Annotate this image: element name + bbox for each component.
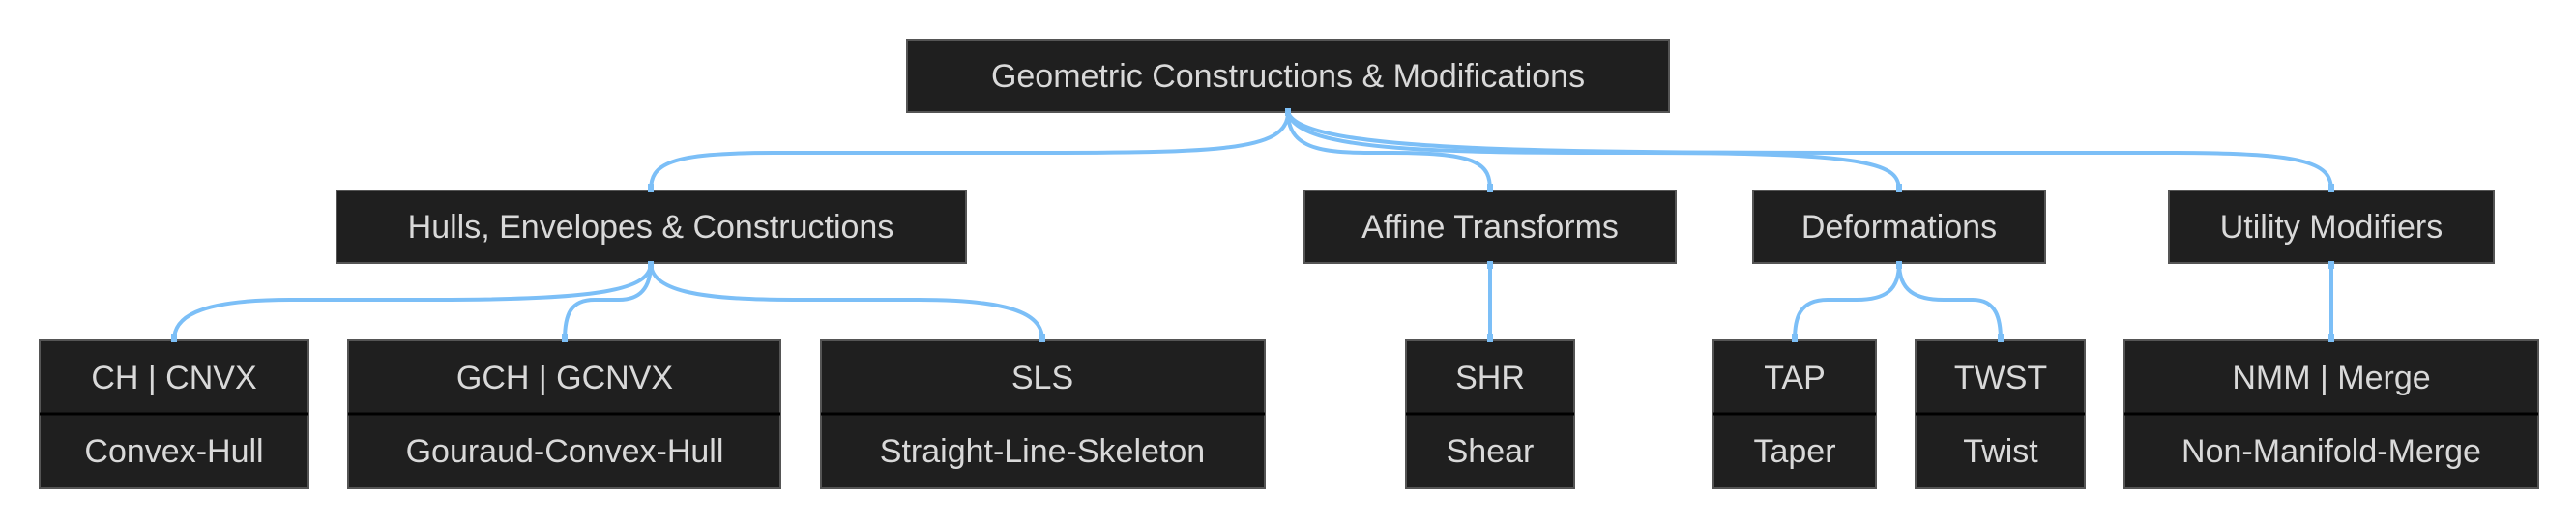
category-node-utility[interactable]: Utility Modifiers [2168, 190, 2495, 264]
category-node-hulls[interactable]: Hulls, Envelopes & Constructions [336, 190, 967, 264]
leaf-code: SHR [1455, 360, 1525, 396]
edge-root-affine [1286, 111, 1492, 191]
edge-def-twst [1897, 262, 2003, 341]
leaf-node-ch[interactable]: CH | CNVX Convex-Hull [39, 339, 309, 489]
leaf-name: Taper [1753, 433, 1835, 470]
edge-ports [171, 108, 2334, 342]
leaf-code: TAP [1764, 360, 1826, 396]
leaf-code: NMM | Merge [2232, 360, 2430, 396]
root-label: Geometric Constructions & Modifications [991, 58, 1585, 95]
leaf-node-tap[interactable]: TAP Taper [1712, 339, 1877, 489]
edge-root-hulls [649, 111, 1290, 191]
leaf-name: Convex-Hull [84, 433, 263, 470]
leaf-node-gch[interactable]: GCH | GCNVX Gouraud-Convex-Hull [347, 339, 781, 489]
leaf-node-shr[interactable]: SHR Shear [1405, 339, 1575, 489]
category-label: Affine Transforms [1361, 209, 1619, 246]
leaf-node-sls[interactable]: SLS Straight-Line-Skeleton [820, 339, 1266, 489]
edge-def-tap [1793, 262, 1901, 341]
root-node[interactable]: Geometric Constructions & Modifications [906, 39, 1670, 113]
leaf-node-twst[interactable]: TWST Twist [1915, 339, 2086, 489]
leaf-name: Shear [1447, 433, 1535, 470]
edge-hulls-ch [172, 262, 653, 341]
leaf-name: Twist [1963, 433, 2038, 470]
leaf-code: TWST [1954, 360, 2047, 396]
leaf-name: Gouraud-Convex-Hull [406, 433, 724, 470]
category-node-deformations[interactable]: Deformations [1752, 190, 2046, 264]
category-node-affine[interactable]: Affine Transforms [1303, 190, 1677, 264]
edges [172, 111, 2333, 341]
leaf-code: CH | CNVX [91, 360, 256, 396]
category-label: Hulls, Envelopes & Constructions [408, 209, 894, 246]
leaf-node-nmm[interactable]: NMM | Merge Non-Manifold-Merge [2123, 339, 2539, 489]
category-label: Utility Modifiers [2220, 209, 2443, 246]
edge-hulls-gch [563, 262, 653, 341]
edge-hulls-sls [649, 262, 1044, 341]
leaf-code: GCH | GCNVX [456, 360, 673, 396]
edge-root-utility [1286, 111, 2333, 191]
category-label: Deformations [1801, 209, 1997, 246]
leaf-code: SLS [1011, 360, 1073, 396]
leaf-name: Straight-Line-Skeleton [880, 433, 1205, 470]
leaf-name: Non-Manifold-Merge [2181, 433, 2481, 470]
